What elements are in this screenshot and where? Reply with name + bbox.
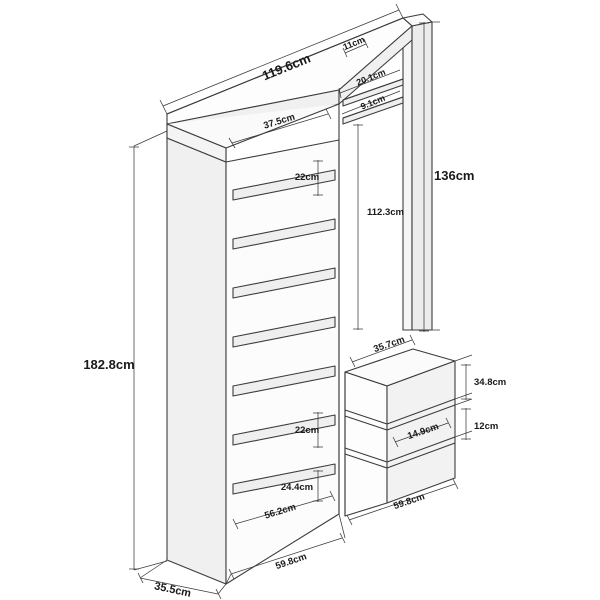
- dim-overall-height: 182.8cm: [83, 357, 134, 372]
- dimension-lines: [129, 3, 473, 600]
- right-upper-shelf: [342, 78, 404, 107]
- right-column: [402, 13, 433, 331]
- lower-right-cabinet: [344, 348, 456, 517]
- center-divider: [338, 104, 346, 516]
- furniture-body: [166, 13, 456, 585]
- dim-left-shelf-gap-top: 22cm: [295, 172, 319, 183]
- dim-lower-right-drawer-height: 12cm: [474, 421, 498, 432]
- dim-lower-right-depth: 35.7cm: [372, 334, 406, 355]
- dim-left-shelf-gap-lower: 22cm: [295, 425, 319, 436]
- bookcase-shelves: [232, 169, 336, 495]
- dim-unit-depth: 35.5cm: [153, 580, 192, 600]
- right-upper-shelf-2: [342, 96, 404, 125]
- dim-right-column-height: 136cm: [434, 168, 474, 183]
- dim-left-bottom-gap: 24.4cm: [281, 482, 313, 493]
- dim-lower-right-upper-height: 34.8cm: [474, 377, 506, 388]
- dim-left-column-inner-height: 112.3cm: [367, 207, 404, 218]
